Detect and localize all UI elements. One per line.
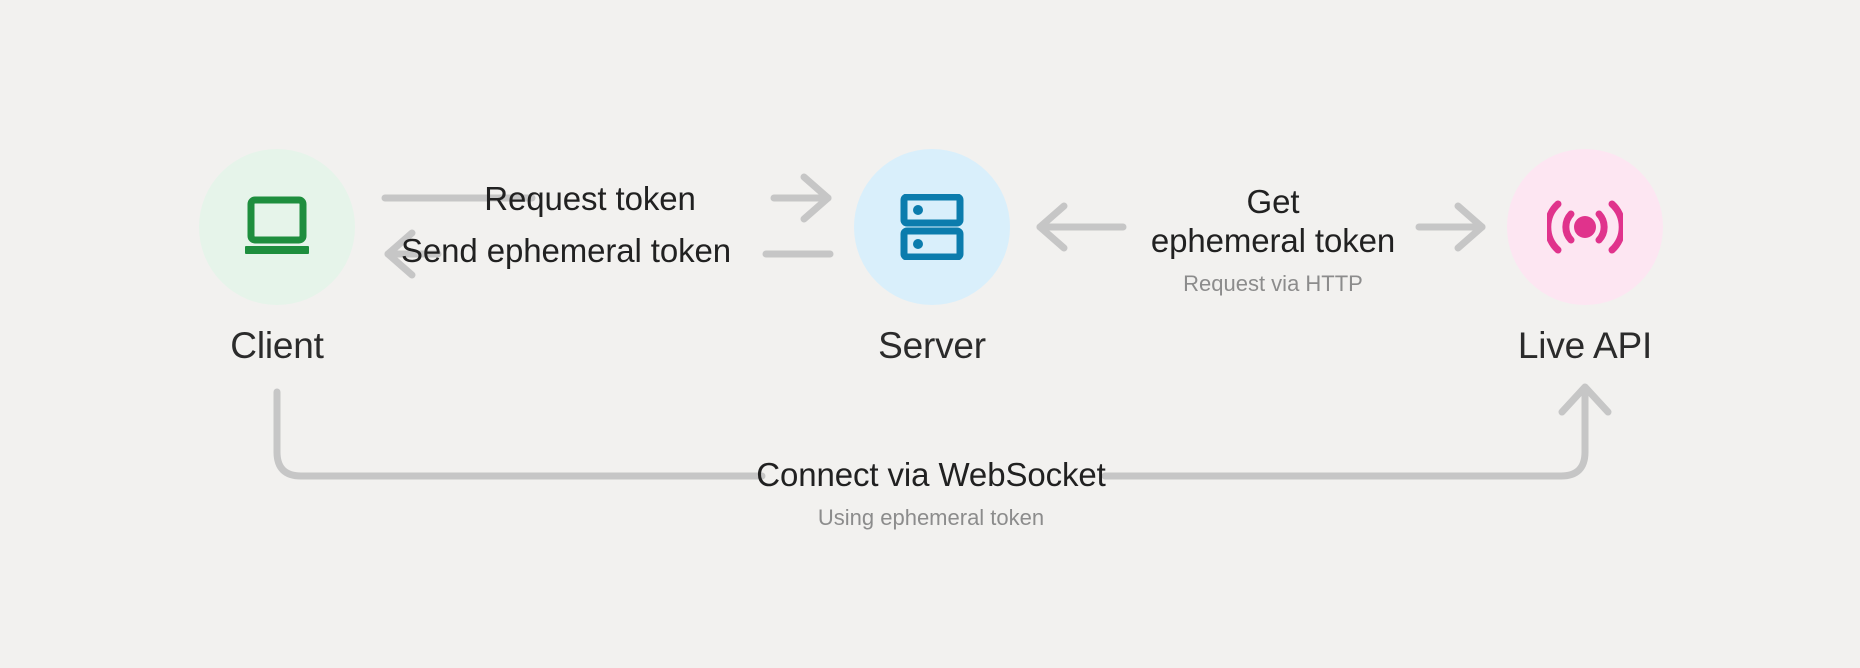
edge-websocket-primary: Connect via WebSocket bbox=[756, 456, 1106, 493]
get-token-arrowhead-left bbox=[1036, 202, 1068, 252]
edge-label-connect-websocket: Connect via WebSocket Using ephemeral to… bbox=[706, 456, 1156, 531]
edge-get-token-secondary: Request via HTTP bbox=[1183, 270, 1363, 296]
edge-get-token-primary-line2: ephemeral token bbox=[1150, 221, 1396, 259]
server-icon bbox=[900, 194, 964, 260]
edge-websocket-secondary: Using ephemeral token bbox=[817, 504, 1045, 530]
node-live-api-bubble bbox=[1507, 149, 1663, 305]
get-token-arrowhead-right bbox=[1454, 202, 1486, 252]
edge-send-token-primary: Send ephemeral token bbox=[400, 232, 732, 269]
node-server-label: Server bbox=[878, 325, 986, 366]
node-client[interactable]: Client bbox=[177, 149, 377, 364]
node-server-bubble bbox=[854, 149, 1010, 305]
laptop-icon bbox=[245, 196, 309, 254]
websocket-arrowhead bbox=[1558, 383, 1612, 416]
node-server[interactable]: Server bbox=[832, 149, 1032, 364]
node-client-bubble bbox=[199, 149, 355, 305]
edge-label-request-token: Request token bbox=[455, 180, 725, 219]
node-live-api-label: Live API bbox=[1517, 325, 1653, 366]
edge-request-token-primary: Request token bbox=[484, 180, 696, 217]
request-token-arrowhead bbox=[800, 173, 832, 223]
edge-get-token-primary-line1: Get bbox=[1246, 183, 1300, 220]
node-client-label: Client bbox=[230, 325, 324, 366]
node-live-api[interactable]: Live API bbox=[1485, 149, 1685, 364]
websocket-path-left bbox=[273, 388, 766, 480]
broadcast-icon bbox=[1547, 200, 1623, 254]
edge-label-get-ephemeral-token: Get ephemeral token Request via HTTP bbox=[1128, 183, 1418, 297]
edge-label-send-ephemeral-token: Send ephemeral token bbox=[366, 232, 766, 271]
websocket-path-right bbox=[1101, 384, 1589, 480]
